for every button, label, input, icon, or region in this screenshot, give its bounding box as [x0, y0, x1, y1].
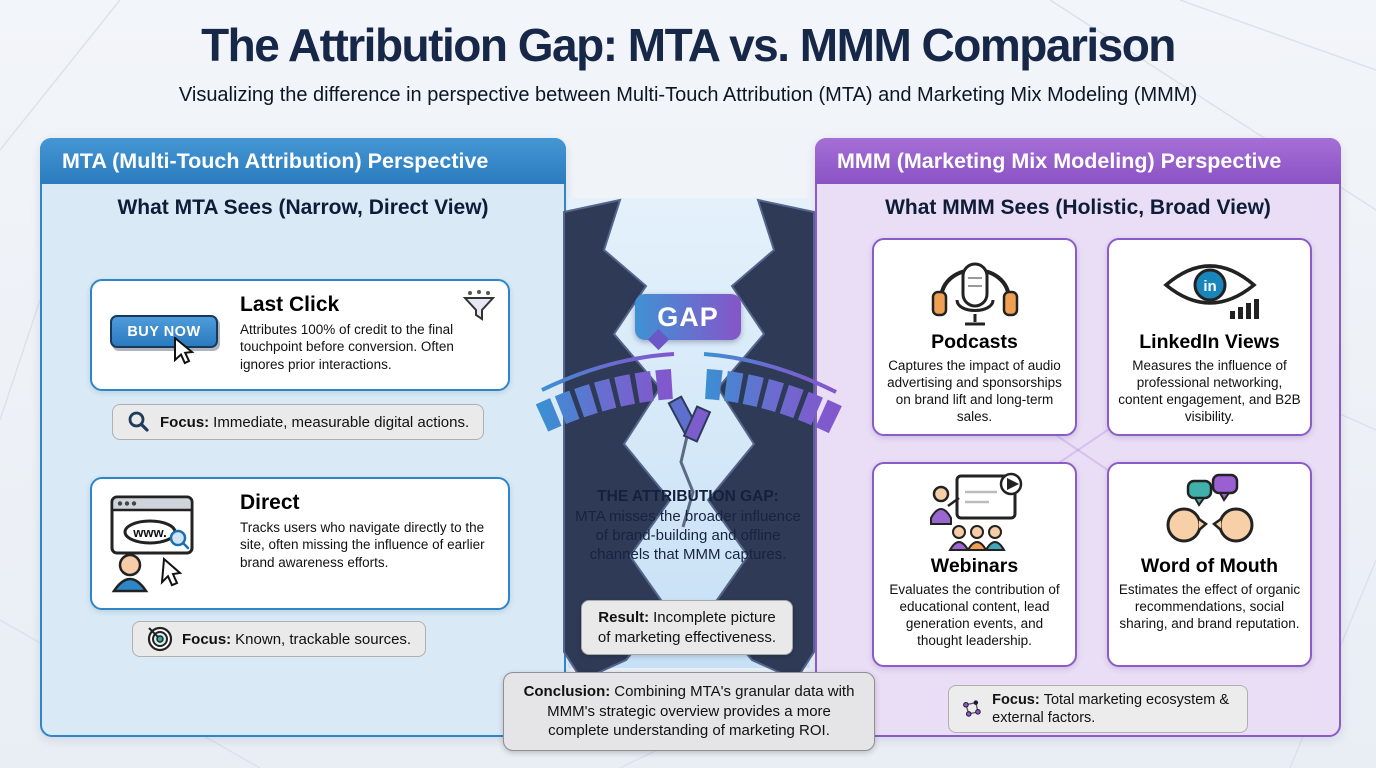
webinar-presentation-icon: [929, 472, 1022, 551]
target-icon: [147, 626, 173, 652]
podcasts-description: Captures the impact of audio advertising…: [887, 358, 1062, 425]
last-click-description: Attributes 100% of credit to the final t…: [240, 322, 454, 372]
mmm-panel: MMM (Marketing Mix Modeling) Perspective…: [815, 138, 1341, 737]
attribution-gap-text: THE ATTRIBUTION GAP: MTA misses the broa…: [572, 488, 804, 564]
mta-focus-badge-1: Focus:Immediate, measurable digital acti…: [112, 404, 485, 440]
attribution-gap-body: MTA misses the broader influence of bran…: [575, 508, 801, 563]
funnel-icon: [462, 290, 496, 321]
webinars-description: Evaluates the contribution of educationa…: [889, 582, 1060, 649]
linkedin-views-title: LinkedIn Views: [1139, 331, 1280, 353]
direct-card: www. Direct Tracks users who navigate di…: [90, 477, 510, 610]
webinars-card: Webinars Evaluates the contribution of e…: [872, 462, 1077, 667]
mta-focus-badge-2: Focus:Known, trackable sources.: [132, 621, 427, 657]
buy-now-button: BUY NOW: [110, 315, 218, 348]
mta-focus-2-text: Focus:Known, trackable sources.: [182, 630, 412, 648]
mmm-section-title: What MMM Sees (Holistic, Broad View): [885, 196, 1271, 219]
word-of-mouth-card: Word of Mouth Estimates the effect of or…: [1107, 462, 1312, 667]
attribution-gap-headline: THE ATTRIBUTION GAP:: [597, 488, 779, 505]
direct-title: Direct: [240, 491, 300, 514]
last-click-title: Last Click: [240, 293, 340, 316]
mta-panel-header: MTA (Multi-Touch Attribution) Perspectiv…: [40, 138, 566, 184]
mmm-focus-text: Focus:Total marketing ecosystem & extern…: [992, 692, 1230, 727]
webinars-title: Webinars: [930, 555, 1019, 577]
mta-focus-1-text: Focus:Immediate, measurable digital acti…: [160, 413, 470, 431]
conclusion-box: Conclusion:Combining MTA's granular data…: [503, 672, 875, 751]
page-title: The Attribution Gap: MTA vs. MMM Compari…: [201, 19, 1176, 71]
buy-now-illustration: BUY NOW: [110, 309, 228, 379]
browser-window-icon: www.: [110, 495, 194, 593]
mta-section-title: What MTA Sees (Narrow, Direct View): [117, 196, 489, 219]
linkedin-views-card: in LinkedIn Views Measures the influence…: [1107, 238, 1312, 436]
word-of-mouth-title: Word of Mouth: [1140, 555, 1279, 577]
result-badge: Result:Incomplete picture of marketing e…: [581, 600, 793, 655]
mmm-focus-badge: Focus:Total marketing ecosystem & extern…: [948, 685, 1248, 734]
podcasts-title: Podcasts: [931, 331, 1018, 353]
cursor-arrow-icon: [174, 337, 195, 365]
mta-panel: MTA (Multi-Touch Attribution) Perspectiv…: [40, 138, 566, 737]
browser-url-label: www.: [132, 525, 166, 540]
linkedin-logo-text: in: [1203, 278, 1216, 295]
word-of-mouth-description: Estimates the effect of organic recommen…: [1118, 582, 1301, 632]
magnifier-icon: [128, 411, 149, 432]
linkedin-views-description: Measures the influence of professional n…: [1118, 358, 1301, 425]
broken-bridge-chasm-illustration: [535, 198, 843, 682]
podcast-mic-icon: [931, 262, 1018, 326]
mmm-panel-header: MMM (Marketing Mix Modeling) Perspective: [815, 138, 1341, 184]
podcasts-card: Podcasts Captures the impact of audio ad…: [872, 238, 1077, 436]
word-of-mouth-icon: [1166, 473, 1253, 543]
last-click-card: BUY NOW Last Click Attributes 100% of cr…: [90, 279, 510, 391]
direct-description: Tracks users who navigate directly to th…: [240, 520, 485, 570]
page-subtitle: Visualizing the difference in perspectiv…: [178, 84, 1198, 106]
gap-badge: GAP: [635, 294, 741, 340]
linkedin-eye-icon: in: [1162, 264, 1259, 319]
network-nodes-icon: [963, 700, 981, 717]
